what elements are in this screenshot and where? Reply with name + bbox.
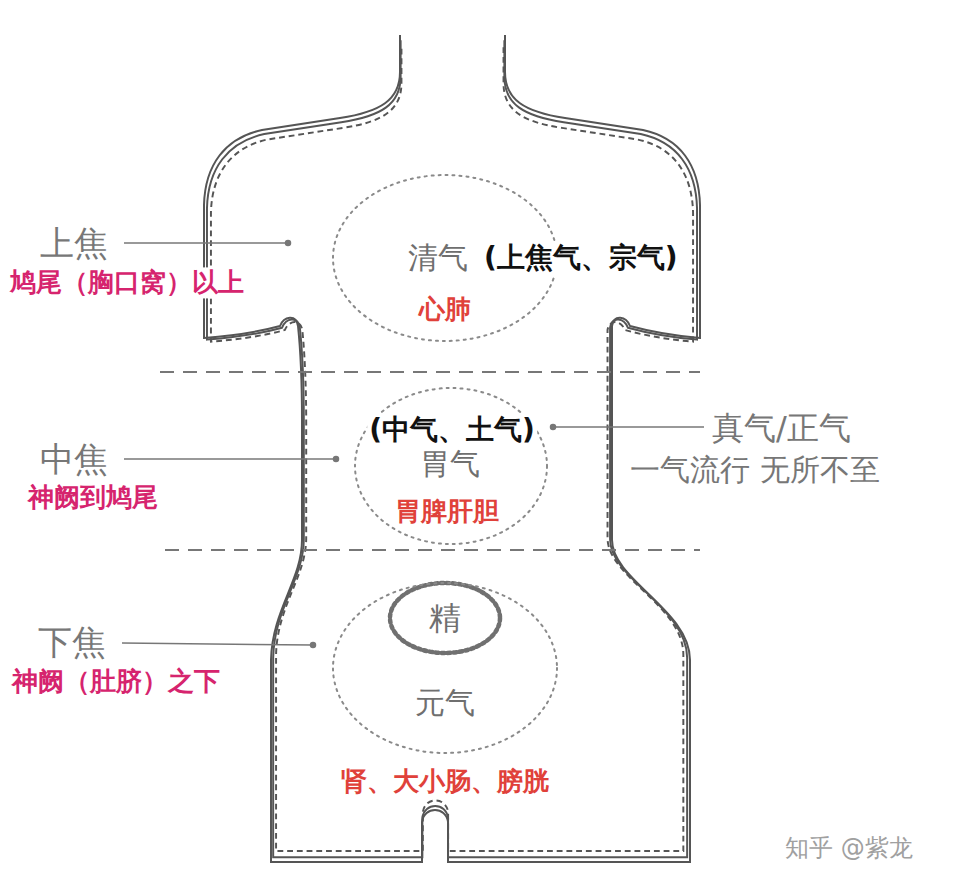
- leader-line: [124, 458, 336, 460]
- section-dividers: [160, 372, 700, 550]
- region-ellipse: 精元气肾、大小肠、膀胱: [333, 583, 557, 753]
- region-ellipse: 清气(上焦气、宗气)心肺: [333, 175, 557, 341]
- node-text: (上焦气、宗气): [482, 241, 680, 275]
- torso-dashed-line: [211, 47, 693, 851]
- node-text: 胃气: [420, 446, 480, 482]
- node-text: 肾、大小肠、膀胱: [341, 766, 549, 797]
- torso-outline: [204, 35, 700, 862]
- torso-outer: [204, 35, 700, 862]
- node-text: 胃脾肝胆: [395, 496, 499, 527]
- leader-dot: [286, 241, 291, 246]
- node-text: (中气、土气): [367, 413, 537, 447]
- divider-line: [160, 371, 700, 373]
- region-ellipse: (中气、土气)胃气胃脾肝胆: [355, 388, 547, 544]
- region-name: 上焦: [40, 223, 108, 264]
- node-text: 清气: [408, 240, 468, 276]
- node-text: 精: [429, 599, 461, 637]
- leader-line: [553, 426, 704, 428]
- leader-dot: [311, 643, 316, 648]
- region-name: 下焦: [38, 622, 106, 663]
- watermark: 知乎 @紫龙: [785, 834, 913, 863]
- qi-name: 真气/正气: [712, 409, 851, 447]
- divider-line: [165, 549, 700, 551]
- essence-ellipse: 精: [390, 583, 500, 653]
- region-range: 神阙（肚脐）之下: [12, 666, 220, 697]
- ellipse-stroke: [333, 583, 557, 753]
- ellipse-stroke: [355, 388, 547, 544]
- leader-dot: [551, 425, 556, 430]
- leader-line: [122, 643, 313, 645]
- node-text: 元气: [415, 685, 475, 721]
- region-range: 鸠尾（胸口窝）以上: [8, 267, 246, 298]
- node-text: 心肺: [419, 294, 471, 325]
- leader-dot: [334, 457, 339, 462]
- torso-inner-line: [207, 40, 697, 857]
- qi-note: 一气流行 无所不至: [630, 452, 880, 488]
- ellipse-stroke: [390, 583, 500, 653]
- region-range: 神阙到鸠尾: [28, 482, 158, 513]
- region-name: 中焦: [40, 439, 108, 480]
- leader-line: [124, 242, 288, 244]
